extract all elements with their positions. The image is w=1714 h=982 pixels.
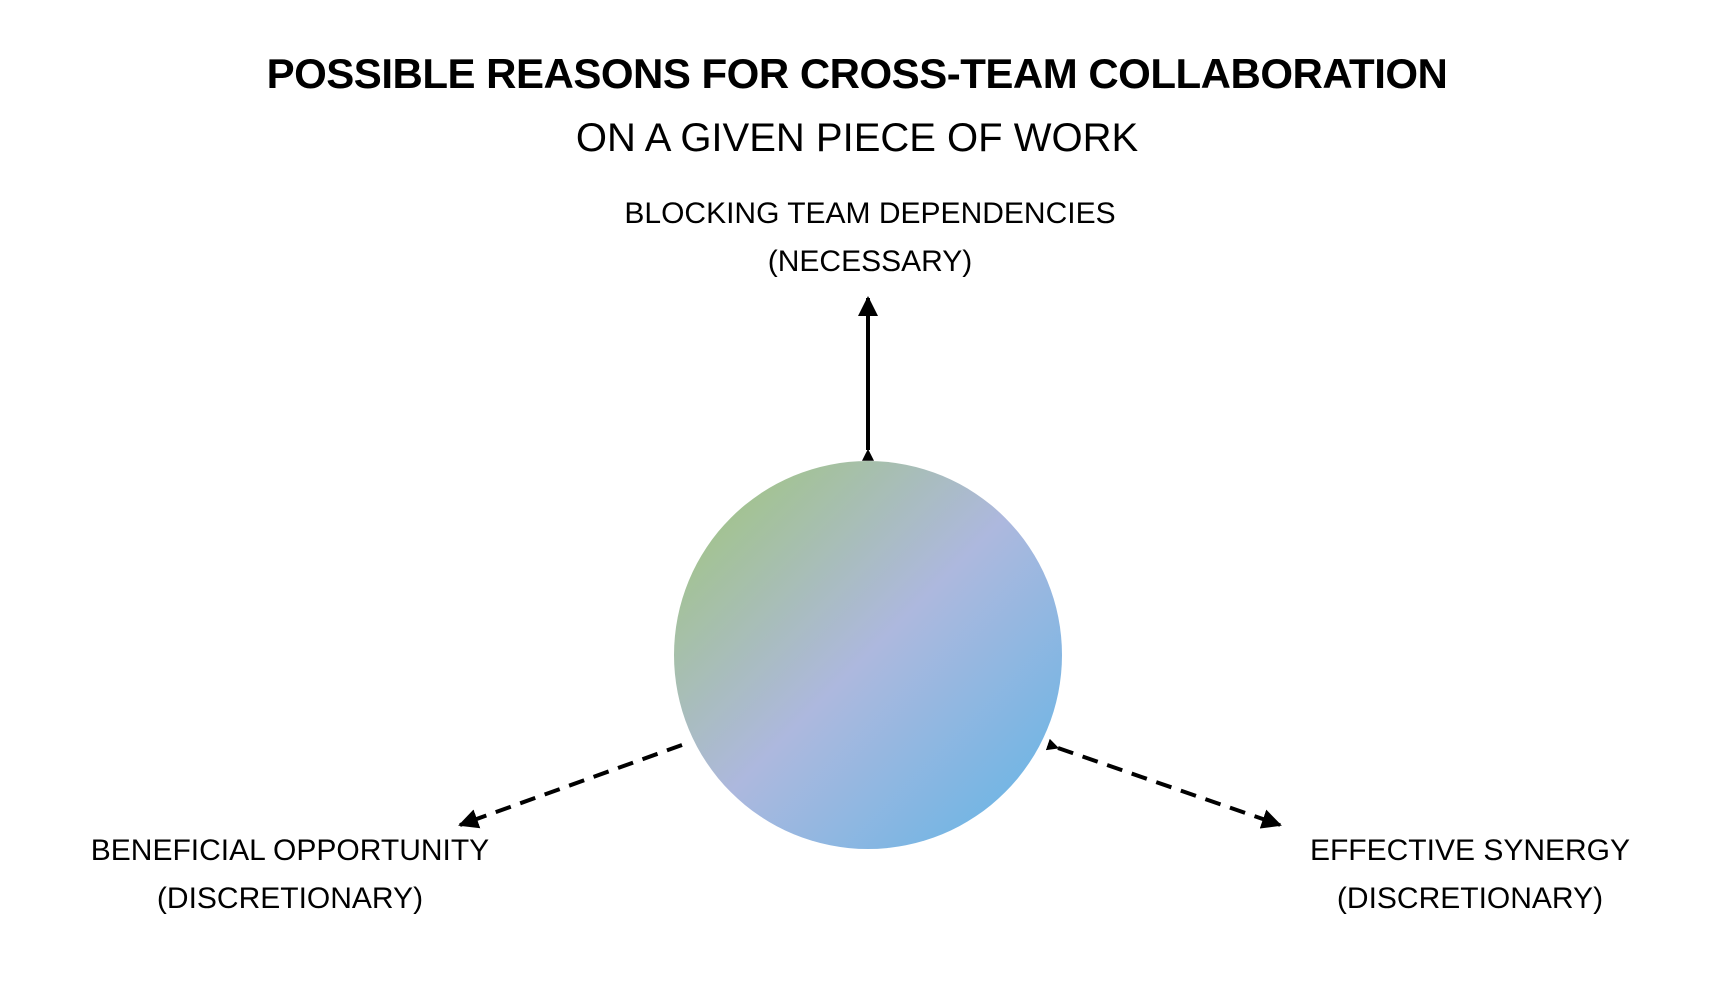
label-top-line1: BLOCKING TEAM DEPENDENCIES	[624, 197, 1116, 230]
label-beneficial-opportunity: BENEFICIAL OPPORTUNITY (DISCRETIONARY)	[40, 827, 540, 923]
label-right-line1: EFFECTIVE SYNERGY	[1309, 834, 1631, 867]
label-right-line2: (DISCRETIONARY)	[1336, 882, 1604, 915]
diagram-subtitle: ON A GIVEN PIECE OF WORK	[575, 116, 1139, 160]
label-blocking-team-dependencies: BLOCKING TEAM DEPENDENCIES (NECESSARY)	[560, 190, 1180, 286]
label-effective-synergy: EFFECTIVE SYNERGY (DISCRETIONARY)	[1260, 827, 1680, 923]
label-left-line2: (DISCRETIONARY)	[156, 882, 424, 915]
center-node-circle	[674, 461, 1062, 849]
diagram-title: POSSIBLE REASONS FOR CROSS-TEAM COLLABOR…	[266, 50, 1448, 97]
label-top-line2: (NECESSARY)	[767, 245, 973, 278]
arrow-left-discretionary	[458, 743, 683, 829]
arrow-right-discretionary	[1045, 738, 1282, 829]
label-left-line1: BENEFICIAL OPPORTUNITY	[90, 834, 490, 867]
